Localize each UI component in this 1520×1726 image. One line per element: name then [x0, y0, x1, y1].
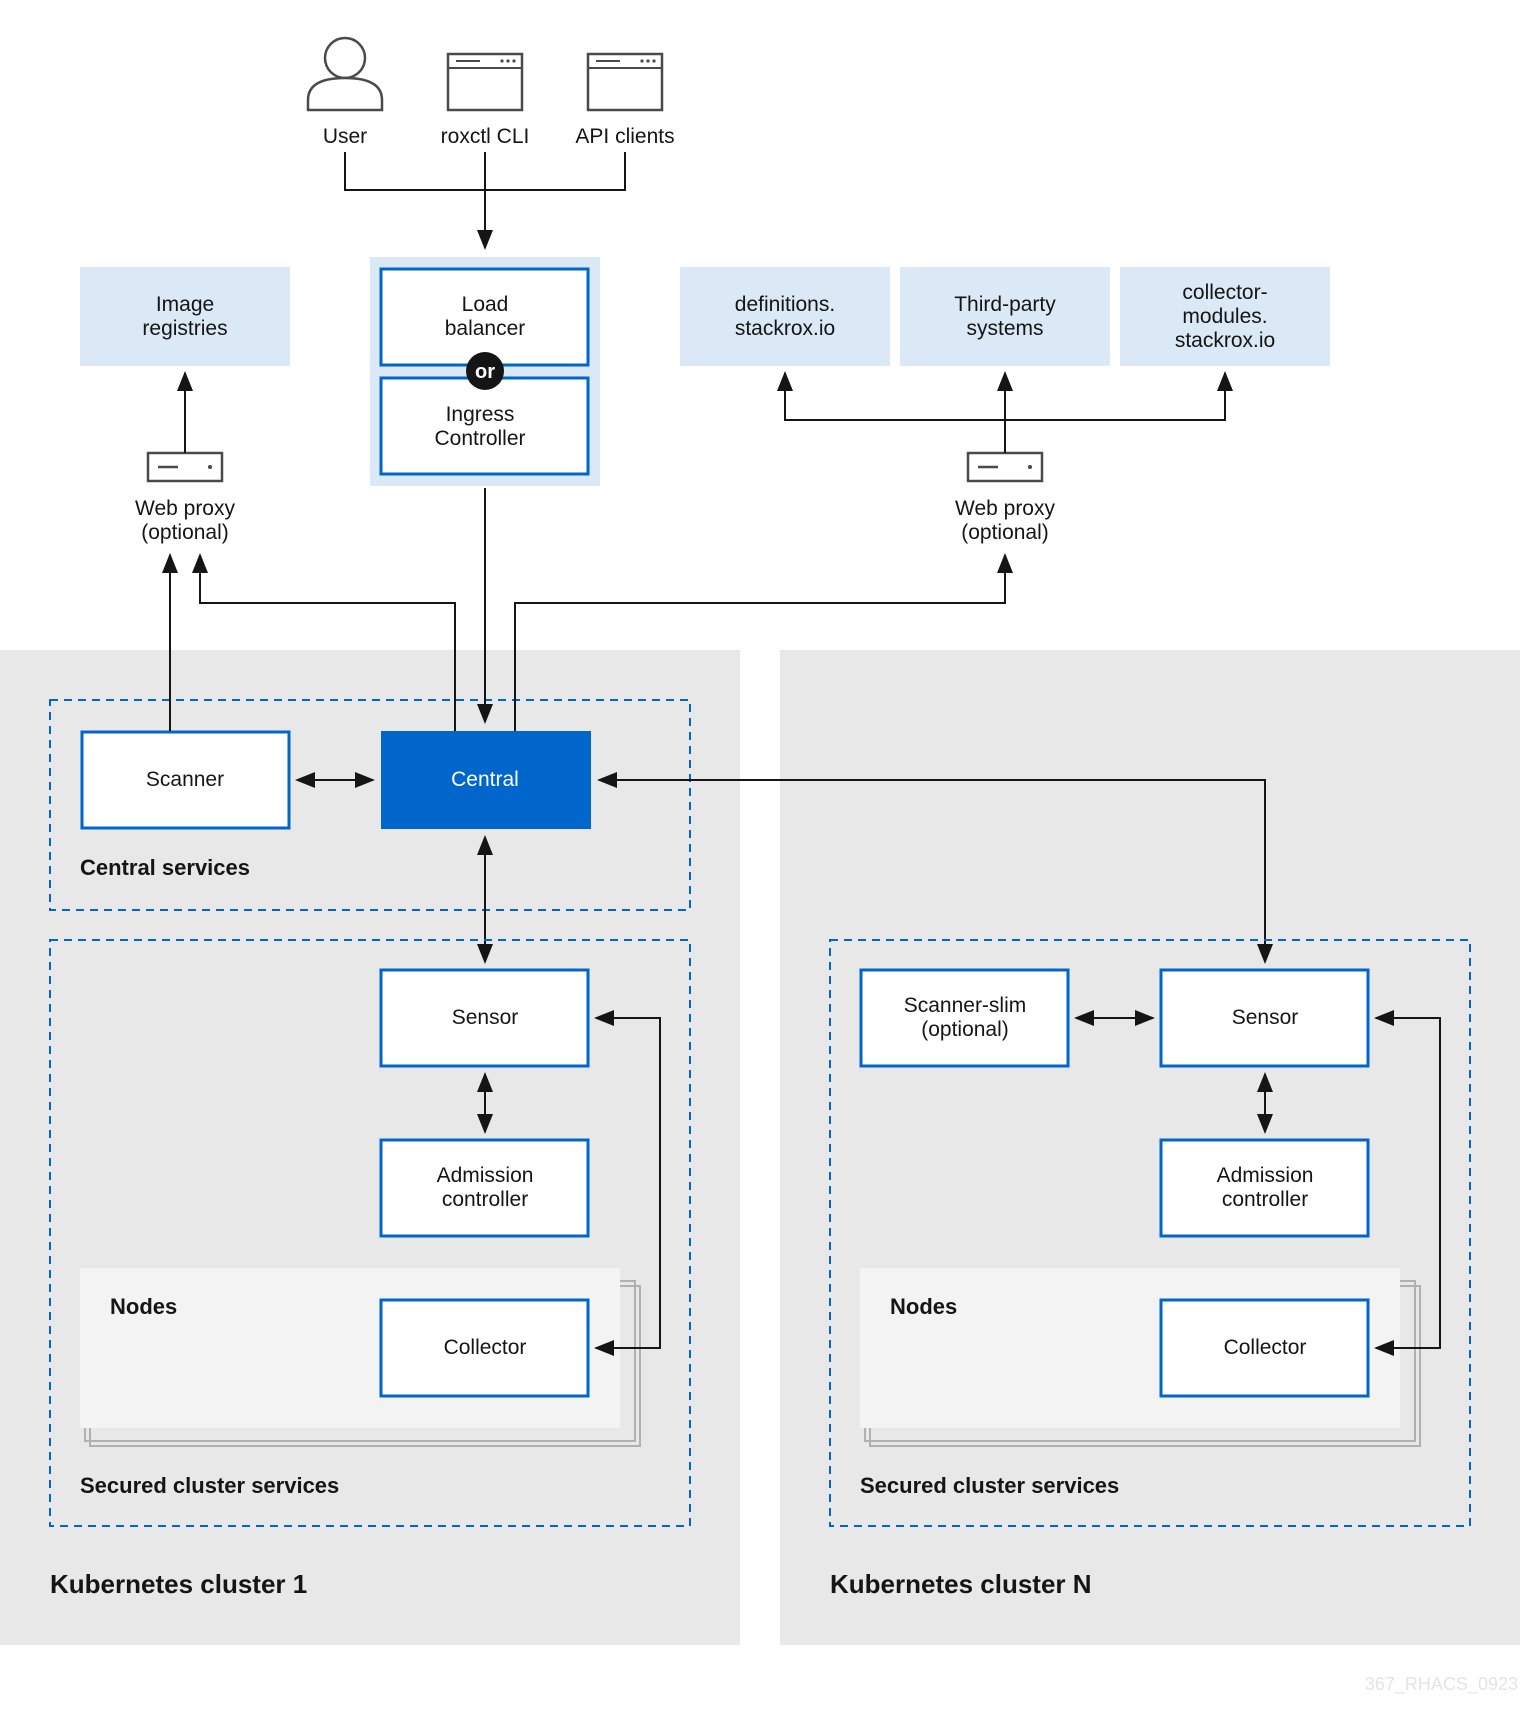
third-party-label: Third-party: [954, 293, 1056, 316]
image-registries-label: registries: [142, 317, 227, 340]
web-proxy-left-label: (optional): [141, 521, 229, 544]
or-label: or: [475, 361, 495, 383]
collector-modules-label: modules.: [1182, 305, 1267, 328]
sensor-label: Sensor: [1232, 1006, 1299, 1029]
admission-controller-label: Admission: [437, 1164, 534, 1187]
connector: [777, 371, 1233, 421]
third-party-label: systems: [966, 317, 1043, 340]
definitions-box: [680, 267, 890, 366]
cluster-n-title: Kubernetes cluster N: [830, 1569, 1092, 1599]
or-badge: [466, 352, 504, 390]
scanner-slim-label: Scanner-slim: [904, 994, 1027, 1017]
connector: [1374, 1010, 1441, 1356]
scanner-slim-box[interactable]: [859, 968, 1070, 1068]
load-balancer-label: balancer: [445, 317, 526, 340]
terminal-window-icon: [586, 52, 664, 112]
api-clients-label: API clients: [575, 125, 674, 148]
secured-services-boundary-n: [829, 939, 1471, 1527]
user-icon: [306, 36, 384, 112]
definitions-label: stackrox.io: [735, 317, 835, 340]
client-connector: [344, 152, 626, 248]
third-party-box: [900, 267, 1110, 366]
admission-controller-box[interactable]: [379, 1138, 590, 1238]
user-label: User: [323, 125, 367, 148]
image-registries-box: [80, 267, 290, 366]
admission-controller-box[interactable]: [1159, 1138, 1370, 1238]
sensor-label: Sensor: [452, 1006, 519, 1029]
collector-modules-label: stackrox.io: [1175, 329, 1275, 352]
ingress-controller-label: Controller: [434, 427, 525, 450]
nodes-label: Nodes: [890, 1294, 957, 1319]
nodes-label: Nodes: [110, 1294, 177, 1319]
terminal-window-icon: [446, 52, 524, 112]
connector: [514, 553, 1013, 731]
collector-modules-box: [1120, 267, 1330, 366]
server-icon: [146, 451, 224, 483]
admission-controller-label: controller: [442, 1188, 528, 1211]
collector-box[interactable]: [1159, 1298, 1370, 1398]
central-label: Central: [451, 768, 519, 791]
definitions-label: definitions.: [735, 293, 835, 316]
ingress-controller-box[interactable]: [379, 376, 590, 476]
server-icon: [966, 451, 1044, 483]
admission-controller-label: controller: [1222, 1188, 1308, 1211]
scanner-slim-label: (optional): [921, 1018, 1009, 1041]
image-registries-label: Image: [156, 293, 214, 316]
connector: [594, 1010, 661, 1356]
secured-services-label-n: Secured cluster services: [860, 1473, 1119, 1498]
secured-services-label-1: Secured cluster services: [80, 1473, 339, 1498]
sensor-box[interactable]: [1159, 968, 1370, 1068]
scanner-label: Scanner: [146, 768, 224, 791]
collector-box[interactable]: [379, 1298, 590, 1398]
sensor-box[interactable]: [379, 968, 590, 1068]
cluster-1-title: Kubernetes cluster 1: [50, 1569, 307, 1599]
collector-modules-label: collector-: [1182, 281, 1267, 304]
web-proxy-left-label: Web proxy: [135, 497, 235, 520]
ingress-controller-label: Ingress: [446, 403, 515, 426]
web-proxy-right-label: Web proxy: [955, 497, 1055, 520]
roxctl-label: roxctl CLI: [441, 125, 530, 148]
web-proxy-right-label: (optional): [961, 521, 1049, 544]
connector: [192, 553, 456, 731]
central-services-label: Central services: [80, 855, 250, 880]
collector-label: Collector: [1224, 1336, 1307, 1359]
watermark: 367_RHACS_0923: [1365, 1674, 1518, 1695]
scanner-box[interactable]: [80, 730, 291, 830]
secured-services-boundary-1: [49, 939, 691, 1527]
load-balancer-box[interactable]: [379, 267, 590, 367]
load-balancer-label: Load: [462, 293, 509, 316]
admission-controller-label: Admission: [1217, 1164, 1314, 1187]
collector-label: Collector: [444, 1336, 527, 1359]
central-box[interactable]: [381, 731, 591, 829]
connector: [597, 772, 1273, 964]
